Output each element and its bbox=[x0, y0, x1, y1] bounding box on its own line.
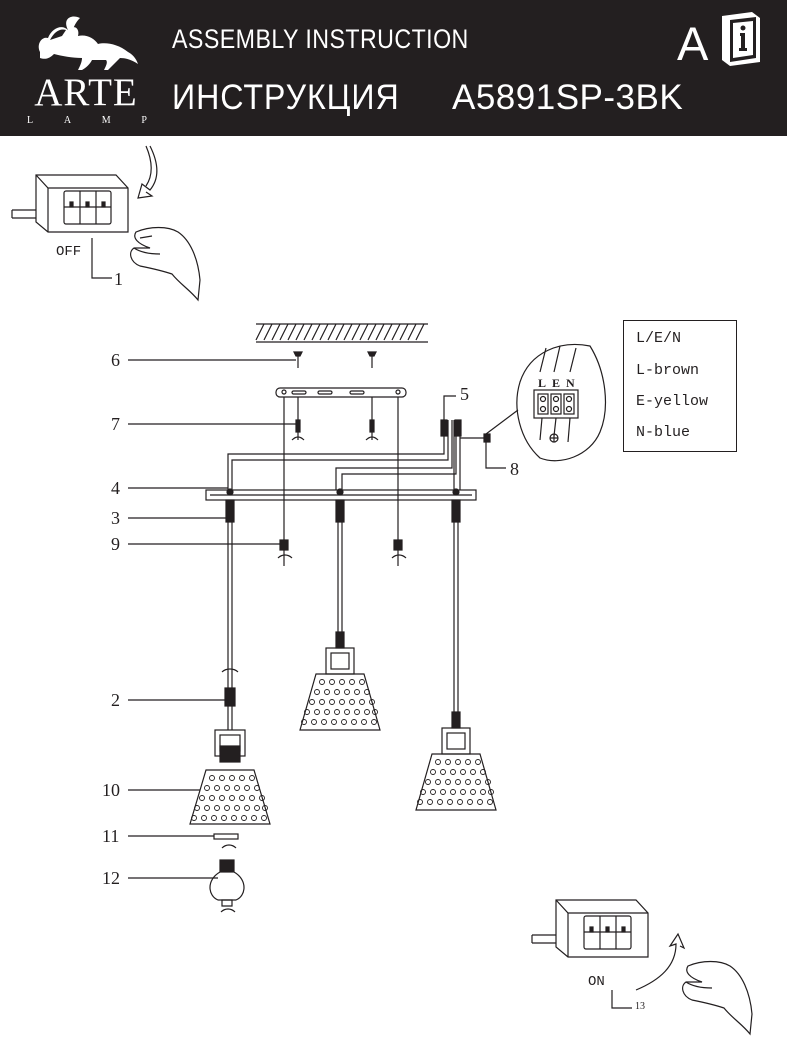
brand-sub-letter: P bbox=[141, 115, 147, 126]
part-label-8: 8 bbox=[510, 459, 519, 479]
hand-icon bbox=[682, 960, 753, 1036]
part-label-6: 6 bbox=[111, 350, 120, 370]
title-english: ASSEMBLY INSTRUCTION bbox=[172, 24, 469, 54]
shade-perforation bbox=[301, 679, 378, 725]
legend-line: L/E/N bbox=[636, 330, 682, 347]
shade-perforation bbox=[191, 775, 268, 821]
griffin-logo-icon bbox=[38, 16, 138, 70]
part-label-11: 11 bbox=[102, 826, 120, 846]
part-label-4: 4 bbox=[111, 478, 120, 498]
terminal-label-e: E bbox=[552, 376, 561, 390]
part-label-12: 12 bbox=[102, 868, 120, 888]
legend-line: N-blue bbox=[636, 424, 691, 441]
shade-perforation bbox=[417, 759, 494, 805]
part-label-3: 3 bbox=[111, 508, 120, 528]
wire-color-legend: L/E/N L-brown E-yellow N-blue bbox=[623, 320, 737, 452]
part-label-9: 9 bbox=[111, 534, 120, 554]
legend-line: E-yellow bbox=[636, 393, 709, 410]
terminal-label-l: L bbox=[538, 376, 547, 390]
brand-subtitle: L A M P bbox=[27, 115, 147, 126]
brand-sub-letter: A bbox=[63, 115, 72, 126]
terminal-block-detail bbox=[516, 343, 607, 462]
switch-on-label: ON bbox=[588, 974, 605, 990]
wall-switch-on bbox=[531, 899, 686, 991]
header-bar: ARTE L A M P ASSEMBLY INSTRUCTION ИНСТРУ… bbox=[0, 0, 787, 136]
part-label-10: 10 bbox=[102, 780, 120, 800]
step-label-1: 1 bbox=[114, 269, 123, 289]
brand-sub-letter: M bbox=[101, 115, 111, 126]
step-label-13: 13 bbox=[635, 1001, 645, 1012]
hand-icon bbox=[130, 226, 201, 302]
section-letter: A bbox=[677, 17, 709, 70]
switch-off-label: OFF bbox=[56, 244, 82, 260]
ceiling-hatch bbox=[255, 323, 428, 343]
wall-switch-off bbox=[11, 145, 158, 233]
model-number: A5891SP-3BK bbox=[452, 78, 684, 117]
legend-line: L-brown bbox=[636, 362, 700, 379]
assembly-diagram bbox=[11, 145, 753, 1036]
terminal-label-n: N bbox=[566, 376, 575, 390]
part-label-2: 2 bbox=[111, 690, 120, 710]
title-russian: ИНСТРУКЦИЯ bbox=[172, 78, 400, 117]
mounting-bracket bbox=[275, 387, 407, 398]
brand-name: ARTE bbox=[34, 71, 138, 114]
info-book-icon bbox=[722, 12, 760, 66]
brand-sub-letter: L bbox=[27, 115, 34, 126]
part-label-7: 7 bbox=[111, 414, 120, 434]
part-label-5: 5 bbox=[460, 384, 469, 404]
